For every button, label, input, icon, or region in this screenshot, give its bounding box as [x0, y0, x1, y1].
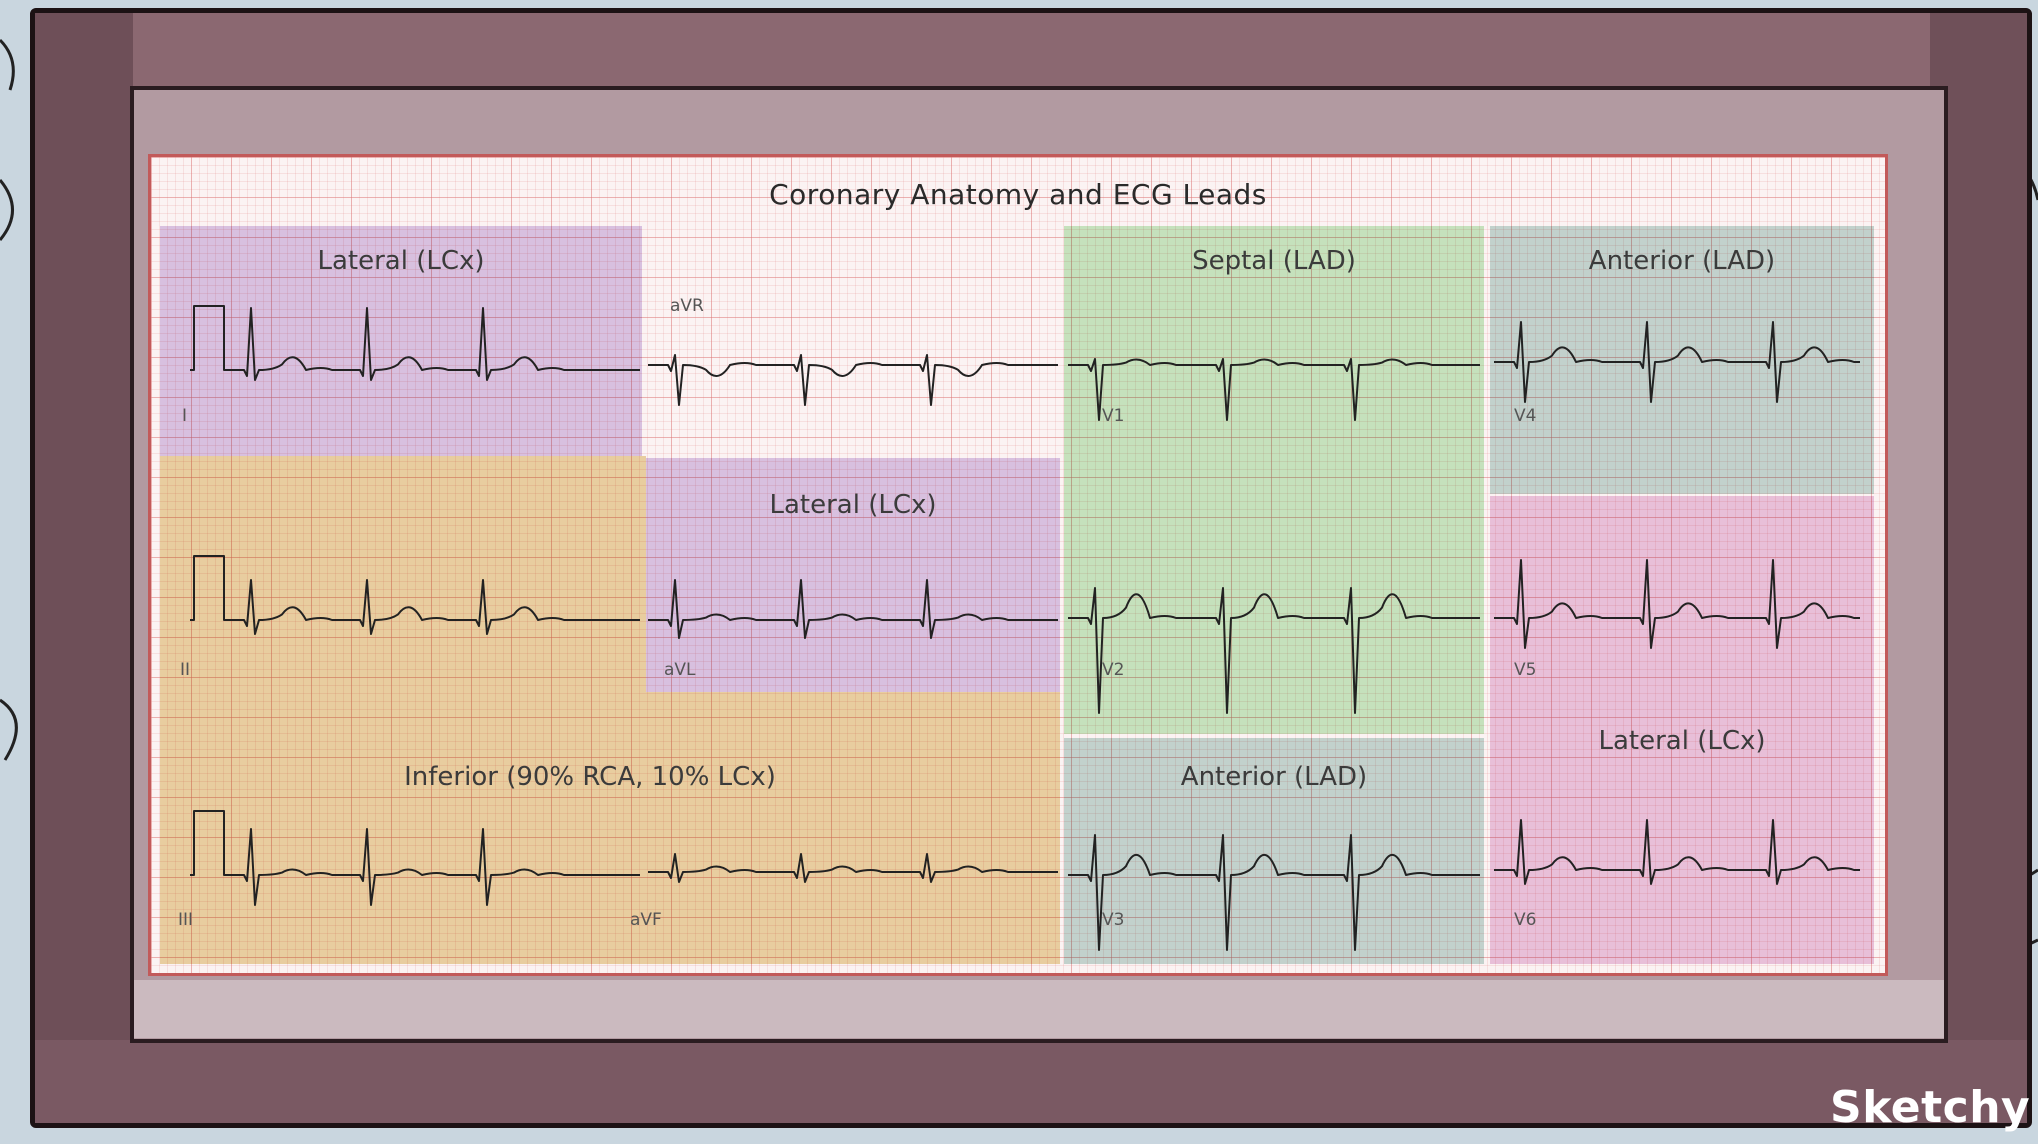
- lead-label-v2: V2: [1102, 660, 1125, 680]
- lead-label-v3: V3: [1102, 910, 1125, 930]
- region-label-lateral-avl: Lateral (LCx): [769, 490, 937, 520]
- region-inferior-top: [160, 456, 646, 692]
- monitor-frame-bottom: [35, 1040, 2027, 1123]
- lead-label-avr: aVR: [670, 296, 704, 316]
- monitor-frame-top: [35, 13, 2027, 91]
- region-label-septal: Septal (LAD): [1192, 246, 1356, 276]
- lead-label-v5: V5: [1514, 660, 1537, 680]
- lead-label-v6: V6: [1514, 910, 1537, 930]
- lead-label-v4: V4: [1514, 406, 1537, 426]
- region-label-lateral-v56: Lateral (LCx): [1598, 726, 1766, 756]
- region-label-anterior-v3: Anterior (LAD): [1180, 762, 1368, 792]
- sketchy-logo: Sketchy: [1830, 1082, 2031, 1133]
- lead-label-avf: aVF: [630, 910, 662, 930]
- region-septal: [1064, 226, 1484, 734]
- lead-label-i: I: [182, 406, 188, 426]
- region-label-anterior-v4: Anterior (LAD): [1588, 246, 1776, 276]
- region-label-lateral-i: Lateral (LCx): [317, 246, 485, 276]
- lead-label-iii: III: [178, 910, 194, 930]
- region-label-inferior: Inferior (90% RCA, 10% LCx): [404, 762, 776, 792]
- screen-bottom-shade: [134, 980, 1944, 1038]
- region-inferior-bottom: [160, 692, 1060, 964]
- region-lateral-avl: [646, 458, 1060, 692]
- lead-label-ii: II: [180, 660, 191, 680]
- lead-label-v1: V1: [1102, 406, 1125, 426]
- monitor-frame-left: [35, 13, 133, 1123]
- chart-title: Coronary Anatomy and ECG Leads: [769, 178, 1267, 211]
- lead-label-avl: aVL: [664, 660, 696, 680]
